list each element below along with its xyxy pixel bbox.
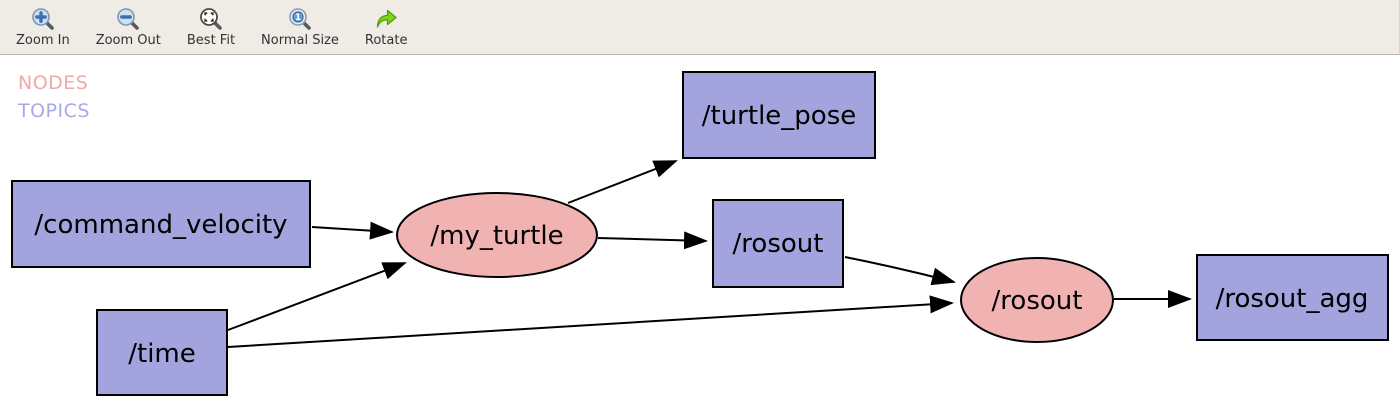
legend-nodes-label: NODES: [18, 72, 89, 94]
edge-command-velocity-to-my-turtle: [311, 221, 394, 240]
topic-turtle-pose-label: /turtle_pose: [702, 101, 857, 131]
graph-canvas[interactable]: NODES TOPICS: [0, 55, 1400, 412]
topic-command-velocity-label: /command_velocity: [34, 210, 287, 240]
zoom-in-icon: [32, 8, 54, 30]
zoom-in-label: Zoom In: [16, 33, 70, 48]
edge-rosout-topic-to-rosout-node: [844, 256, 956, 286]
edge-my-turtle-to-turtle-pose: [567, 160, 678, 204]
rotate-label: Rotate: [364, 33, 408, 48]
node-rosout[interactable]: [960, 257, 1114, 343]
edge-time-to-my-turtle: [227, 262, 407, 331]
topic-time[interactable]: [96, 309, 228, 396]
svg-text:1: 1: [295, 13, 301, 23]
legend-topics-label: TOPICS: [18, 100, 90, 122]
edge-time-to-rosout-node: [227, 295, 954, 348]
normal-size-label: Normal Size: [261, 33, 339, 48]
best-fit-label: Best Fit: [186, 33, 236, 48]
topic-rosout-agg[interactable]: [1196, 254, 1389, 341]
best-fit-icon: [200, 8, 222, 30]
zoom-out-label: Zoom Out: [95, 33, 161, 48]
rotate-button[interactable]: Rotate: [359, 3, 414, 51]
normal-size-icon: 1: [289, 8, 311, 30]
node-my-turtle[interactable]: [396, 192, 598, 278]
topic-turtle-pose[interactable]: [682, 71, 876, 159]
ros-graph-svg: /command_velocity /time /turtle_pose /ro…: [11, 71, 1389, 396]
toolbar: Zoom In Zoom Out Best Fit 1 Normal Size: [0, 0, 1400, 55]
node-rosout-label: /rosout: [992, 286, 1083, 316]
topic-rosout[interactable]: [712, 199, 844, 288]
best-fit-button[interactable]: Best Fit: [181, 3, 241, 51]
normal-size-button[interactable]: 1 Normal Size: [255, 3, 345, 51]
topic-rosout-label: /rosout: [733, 229, 824, 259]
rotate-icon: [377, 9, 397, 28]
topic-rosout-agg-label: /rosout_agg: [1216, 284, 1369, 314]
topic-time-label: /time: [128, 339, 196, 369]
node-my-turtle-label: /my_turtle: [430, 221, 563, 251]
topic-command-velocity[interactable]: [11, 180, 311, 268]
edge-my-turtle-to-rosout-topic: [597, 231, 708, 250]
legend: NODES TOPICS: [18, 69, 90, 125]
zoom-out-icon: [117, 8, 140, 30]
zoom-out-button[interactable]: Zoom Out: [90, 3, 167, 51]
zoom-in-button[interactable]: Zoom In: [10, 3, 76, 51]
